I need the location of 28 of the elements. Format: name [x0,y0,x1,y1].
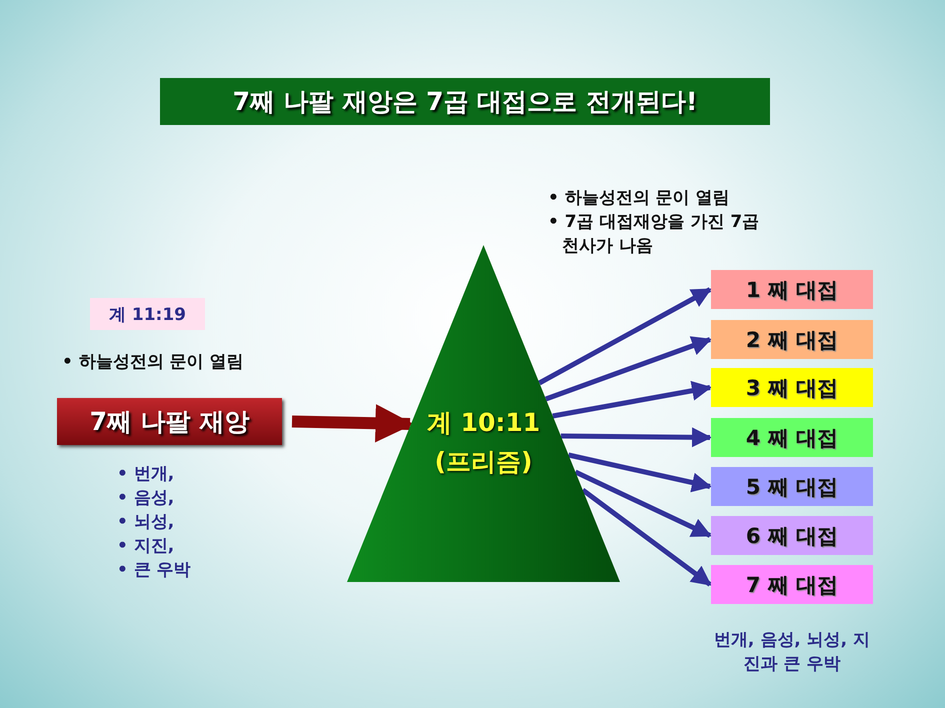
arrow [581,488,712,586]
bowl-box: 4 째 대접 [711,418,873,457]
bowl-box: 7 째 대접 [711,565,873,604]
bowl-box: 5 째 대접 [711,467,873,506]
text-label: • 뇌성, [117,511,174,533]
reference-box: 계 11:19 [90,298,205,330]
prism-label: 계 10:11 (프리즘) [426,407,542,478]
arrow [560,427,712,448]
text-label: • 하늘성전의 문이 열림 [62,351,244,373]
plague-box: 7째 나팔 재앙 [57,398,282,445]
text-label: • 하늘성전의 문이 열림 [548,187,730,209]
bowl-box: 2 째 대접 [711,320,873,359]
bowl-box: 1 째 대접 [711,270,873,309]
arrow [538,287,712,386]
text-label: • 지진, [117,535,174,557]
arrow [545,336,712,402]
text-label: 번개, 음성, 뇌성, 지진과 큰 우박 [712,629,872,676]
bowl-box: 6 째 대접 [711,516,873,555]
text-label: • 음성, [117,487,174,509]
text-label: • 7곱 대접재앙을 가진 7곱 천사가 나옴 [548,211,760,258]
text-label: • 큰 우박 [117,559,191,581]
arrow [574,470,712,538]
title-banner: 7째 나팔 재앙은 7곱 대접으로 전개된다! [160,78,770,125]
arrow [568,452,712,492]
text-label: • 번개, [117,463,174,485]
arrow [292,404,414,442]
arrow [552,380,712,418]
bowl-box: 3 째 대접 [711,368,873,407]
